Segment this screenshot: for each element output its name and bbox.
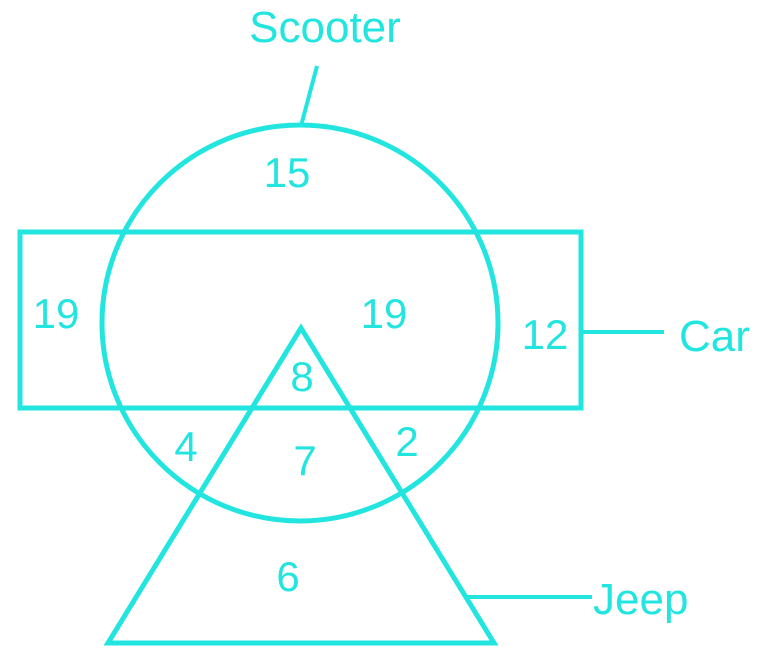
- scooter-leader-line: [299, 65, 319, 127]
- region-scooter-car: 19: [361, 290, 408, 337]
- region-scooter-jeep-left: 4: [174, 423, 197, 470]
- scooter-label: Scooter: [249, 3, 401, 52]
- region-scooter-jeep-right: 2: [395, 418, 418, 465]
- region-car-only: 19: [33, 290, 80, 337]
- region-jeep-only: 6: [276, 553, 299, 600]
- region-all-three: 8: [290, 353, 313, 400]
- car-label: Car: [679, 312, 750, 361]
- region-scooter-jeep-center: 7: [293, 437, 316, 484]
- region-scooter-only: 15: [264, 149, 311, 196]
- car-rectangle: [17, 229, 584, 411]
- region-car-right: 12: [522, 311, 569, 358]
- jeep-label: Jeep: [593, 575, 688, 624]
- jeep-triangle: [103, 323, 499, 646]
